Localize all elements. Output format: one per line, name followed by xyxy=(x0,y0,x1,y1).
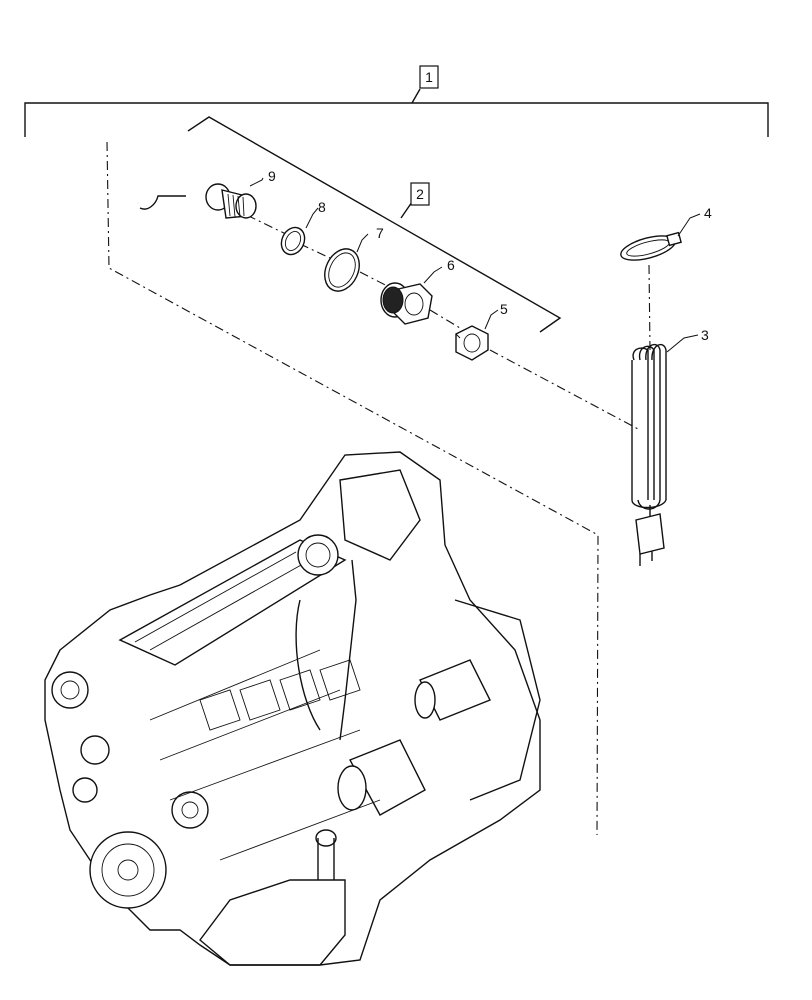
adapter-fitting-part-6 xyxy=(380,282,433,325)
callout-5: 5 xyxy=(500,301,508,317)
small-oring-part-8 xyxy=(280,226,306,256)
callout-9: 9 xyxy=(268,168,276,184)
callout-7: 7 xyxy=(376,225,384,241)
large-oring-part-7 xyxy=(324,248,360,292)
cable-tie-part-4 xyxy=(620,231,682,261)
callout-3: 3 xyxy=(701,327,709,343)
callout-8: 8 xyxy=(318,199,326,215)
callout-4: 4 xyxy=(704,205,712,221)
callout-6: 6 xyxy=(447,257,455,273)
assembly-2-number: 2 xyxy=(416,186,424,202)
engine-illustration xyxy=(44,451,541,966)
heater-probe-part-9 xyxy=(131,176,257,219)
assembly-1-label: 1 xyxy=(419,65,439,89)
installation-guide-lines xyxy=(106,141,651,836)
nut-part-5 xyxy=(455,325,489,361)
callout-labels: 9 8 7 6 5 4 3 xyxy=(268,168,712,343)
assembly-1-bracket xyxy=(24,88,769,137)
heater-cord-part-3 xyxy=(631,343,667,566)
assembly-1-number: 1 xyxy=(425,69,433,85)
callout-leaders xyxy=(249,177,701,353)
assembly-2-bracket xyxy=(187,116,562,333)
assembly-2-label: 2 xyxy=(410,182,430,206)
